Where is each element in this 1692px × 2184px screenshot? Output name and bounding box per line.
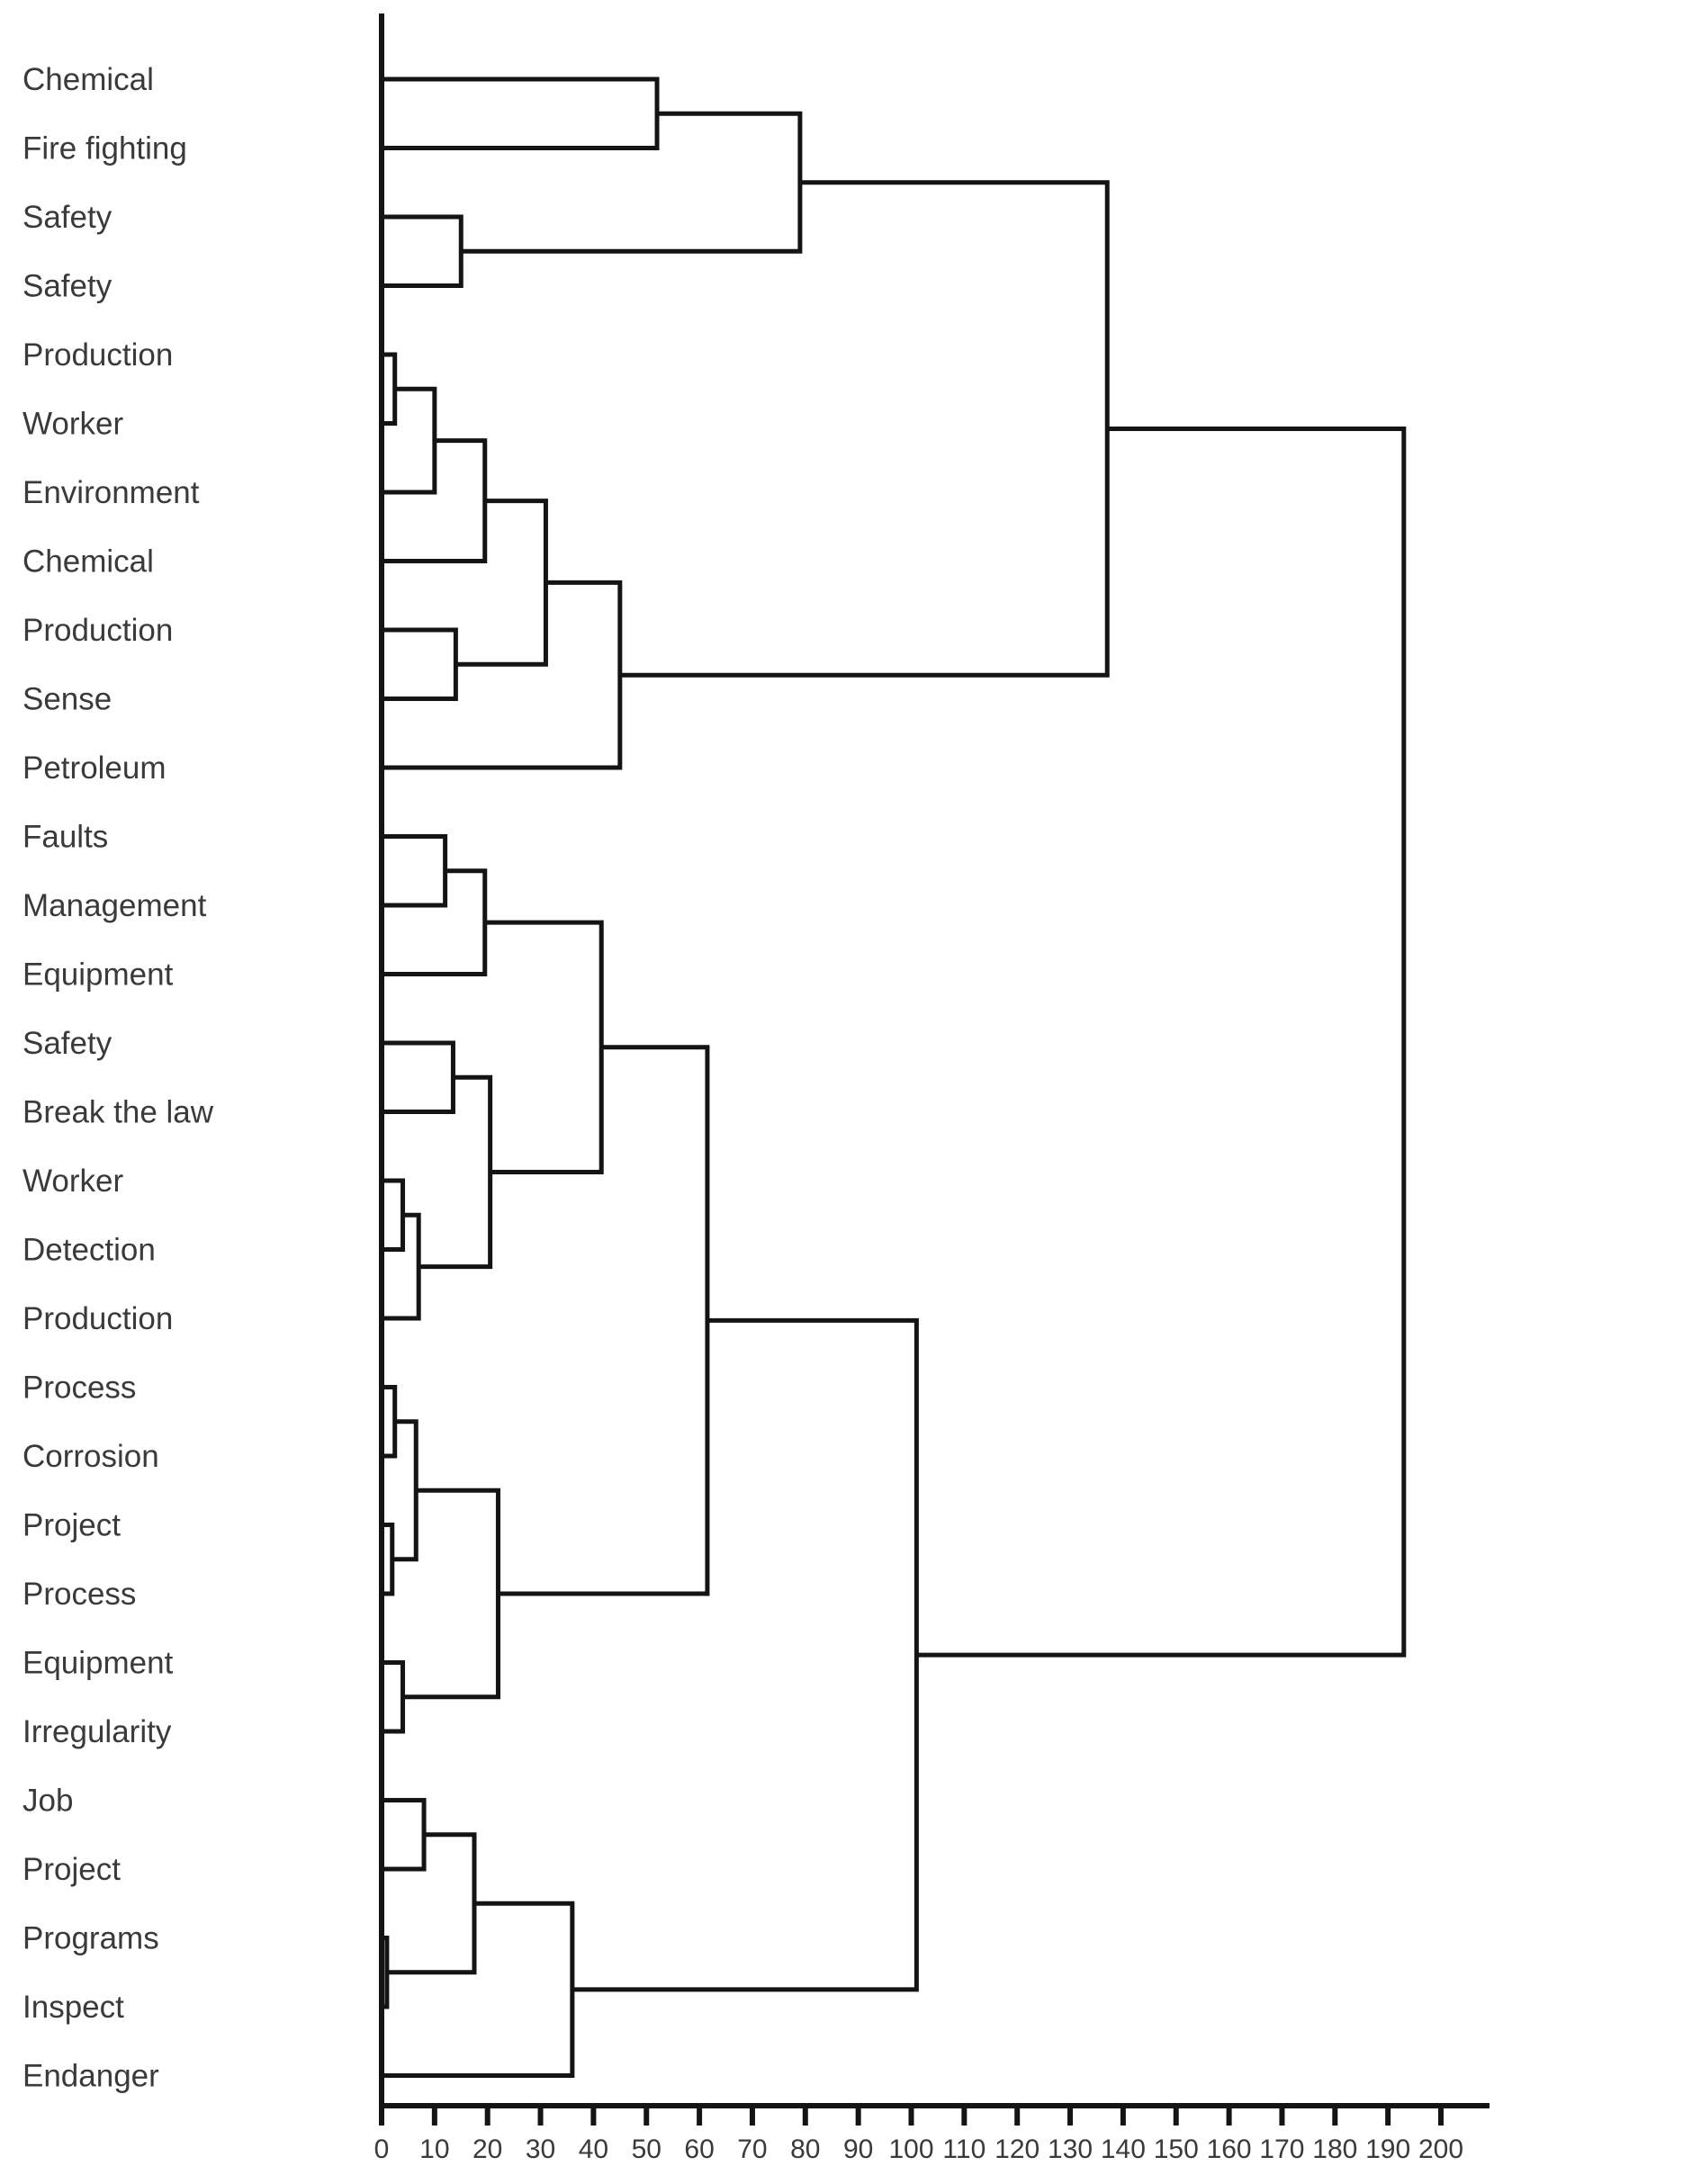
axis-tick-label: 110 [942, 2135, 986, 2164]
leaf-label: Irregularity [22, 1714, 172, 1749]
axis-tick-label: 160 [1207, 2135, 1252, 2164]
dendrogram-link [382, 1178, 406, 1252]
axis-tick-label: 0 [374, 2135, 390, 2164]
axis-tick-label: 120 [994, 2135, 1040, 2164]
axis-tick-label: 180 [1312, 2135, 1357, 2164]
dendrogram-link [382, 834, 448, 908]
dendrogram-link [572, 1317, 919, 1992]
leaf-label: Equipment [22, 957, 174, 993]
axis-tick-label: 150 [1154, 2135, 1199, 2164]
leaf-label: Safety [22, 269, 112, 304]
axis-tick-label: 40 [579, 2135, 608, 2164]
axis-tick-label: 90 [843, 2135, 873, 2164]
leaf-label: Worker [22, 1164, 123, 1199]
dendrogram-link [382, 868, 488, 976]
leaf-label: Project [22, 1852, 121, 1887]
leaf-label: Job [22, 1784, 73, 1819]
leaf-label: Corrosion [22, 1439, 159, 1474]
dendrogram-link [382, 352, 398, 426]
axis-tick-label: 70 [737, 2135, 767, 2164]
leaf-label: Safety [22, 1026, 112, 1061]
axis-tick-label: 50 [632, 2135, 662, 2164]
leaf-label: Process [22, 1577, 136, 1612]
axis-tick-label: 130 [1048, 2135, 1093, 2164]
axis-tick-label: 30 [526, 2135, 555, 2164]
dendrogram-link [386, 1832, 477, 1975]
dendrogram-link [382, 1901, 575, 2078]
leaf-label: Project [22, 1508, 121, 1543]
axis-tick-label: 190 [1365, 2135, 1410, 2164]
axis-tick-label: 60 [684, 2135, 714, 2164]
dendrogram-link [455, 499, 548, 667]
leaf-label: Chemical [22, 62, 154, 97]
dendrogram-link [382, 1798, 427, 1872]
dendrogram-link [916, 426, 1407, 1658]
dendrogram-link [619, 180, 1110, 678]
axis-tick-label: 170 [1259, 2135, 1304, 2164]
leaf-label: Production [22, 613, 173, 648]
leaf-label: Production [22, 1301, 173, 1336]
dendrogram-link [382, 386, 437, 495]
leaf-label: Fire fighting [22, 131, 187, 166]
leaf-label: Programs [22, 1921, 159, 1956]
leaf-label: Worker [22, 407, 123, 442]
leaf-label: Environment [22, 475, 200, 510]
axis-tick-label: 140 [1101, 2135, 1146, 2164]
dendrogram-link [382, 580, 623, 770]
dendrogram-link [382, 627, 458, 701]
leaf-label: Equipment [22, 1646, 174, 1681]
leaf-label: Production [22, 337, 173, 373]
dendrogram-link [498, 1045, 710, 1596]
leaf-label: Break the law [22, 1095, 214, 1130]
leaf-label: Sense [22, 682, 112, 717]
dendrogram-link [382, 1385, 398, 1459]
dendrogram-link [382, 76, 660, 150]
leaf-label: Safety [22, 200, 112, 235]
axis-tick-label: 100 [888, 2135, 933, 2164]
axis-tick-label: 20 [472, 2135, 502, 2164]
leaf-label: Endanger [22, 2059, 159, 2094]
leaf-label: Petroleum [22, 750, 166, 786]
dendrogram-link [461, 111, 803, 254]
dendrogram-link [382, 214, 464, 288]
axis-tick-label: 200 [1418, 2135, 1463, 2164]
axis-tick-label: 80 [790, 2135, 820, 2164]
leaf-label: Faults [22, 820, 108, 855]
leaf-label: Management [22, 888, 207, 923]
dendrogram-link [382, 1660, 406, 1734]
dendrogram-link [382, 1212, 421, 1321]
dendrogram-link [382, 1040, 455, 1114]
leaf-label: Inspect [22, 1990, 124, 2025]
dendrogram-link [484, 920, 604, 1174]
axis-tick-label: 10 [419, 2135, 449, 2164]
leaf-label: Detection [22, 1233, 156, 1268]
leaf-label: Process [22, 1371, 136, 1406]
leaf-label: Chemical [22, 544, 154, 580]
